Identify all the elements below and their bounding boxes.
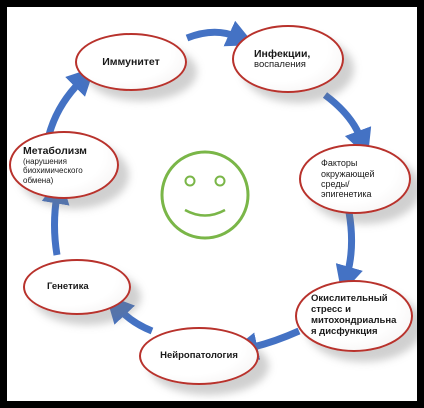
arrow-infections-to-environment xyxy=(322,92,372,158)
node-oxidative-line2: стресс и xyxy=(311,304,351,316)
node-infections: Инфекции, воспаления xyxy=(232,25,344,93)
cycle-arrows xyxy=(41,20,372,360)
node-environment-line3: среды/ xyxy=(321,179,350,189)
node-immunity: Иммунитет xyxy=(75,33,187,91)
node-environment-line1: Факторы xyxy=(321,158,358,169)
node-genetics: Генетика xyxy=(23,259,131,315)
node-metabolism-line1: (нарушения xyxy=(23,157,67,167)
arrow-genetics-to-metabolism xyxy=(41,175,70,256)
node-oxidative-line3: митохондриальна xyxy=(311,315,397,326)
node-metabolism: Метаболизм (нарушения биохимического обм… xyxy=(9,131,119,199)
node-environment: Факторы окружающей среды/ эпигенетика xyxy=(299,144,411,214)
arrow-neuropathology-to-genetics xyxy=(105,294,154,335)
arrow-metabolism-to-immunity xyxy=(45,67,95,136)
node-oxidative-line1: Окислительный xyxy=(311,293,388,305)
arrow-environment-to-oxidative xyxy=(335,211,363,294)
diagram-canvas: Иммунитет Инфекции, воспаления Факторы о… xyxy=(7,7,417,401)
node-neuropathology: Нейропатология xyxy=(139,327,259,385)
node-metabolism-title: Метаболизм xyxy=(23,145,87,158)
arrow-immunity-to-infections xyxy=(185,20,255,47)
node-metabolism-line2: биохимического xyxy=(23,166,83,176)
node-infections-subtitle: воспаления xyxy=(254,58,306,70)
node-immunity-title: Иммунитет xyxy=(102,55,160,68)
node-oxidative-line4: я дисфункция xyxy=(311,325,378,337)
node-neuropathology-title: Нейропатология xyxy=(160,349,238,361)
node-infections-title: Инфекции, xyxy=(254,47,311,60)
node-environment-line4: эпигенетика xyxy=(321,189,372,200)
node-metabolism-line3: обмена) xyxy=(23,175,54,185)
arrow-oxidative-to-neuropathology xyxy=(229,327,301,360)
node-environment-line2: окружающей xyxy=(321,168,375,179)
node-oxidative-stress: Окислительный стресс и митохондриальна я… xyxy=(295,280,413,352)
smiley-face-icon xyxy=(160,150,250,240)
node-genetics-title: Генетика xyxy=(47,280,89,292)
